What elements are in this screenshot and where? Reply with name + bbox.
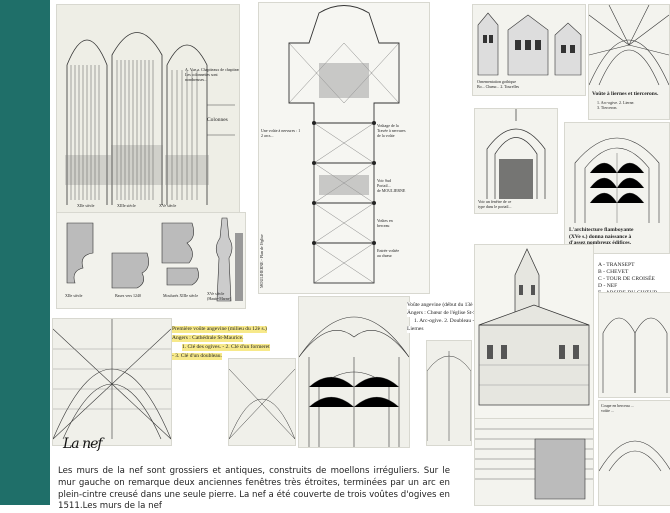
illustration-gothic-columns: A. Vue a. Chapiteaux de chapiteaux. Les … <box>56 4 240 220</box>
illustration-church-plan: Une voûte à nervures : 1 2 arcs... Voûta… <box>258 2 430 294</box>
profiles-drawing <box>66 217 243 302</box>
plan-side-caption: MOULIHERNE - Plan de l'église <box>259 234 264 288</box>
lierne-vault-drawing <box>589 5 669 86</box>
facades-drawing <box>477 12 582 76</box>
molding-side-caption: XVe siècle (Haute-Marne) <box>207 291 231 301</box>
facades-caption: Ornementation gothique Bo... Chœur... 2.… <box>477 79 520 89</box>
left-sidebar <box>0 0 50 505</box>
illustration-angevine-vault-right <box>298 296 410 448</box>
section-drawing <box>475 428 593 500</box>
illustration-vault-below-plan <box>426 340 472 446</box>
illustration-molding-profiles: XIIe siècle Bases vers 1240 Moulurés XII… <box>56 212 246 309</box>
portal-drawing <box>486 109 546 199</box>
nave-vault-drawing <box>229 368 295 440</box>
illustration-vault-detail: Coupe en berceau ... voûte ... <box>598 400 670 506</box>
vault-detail-drawing <box>599 440 670 472</box>
illustration-flamboyant-window: L'architecture flamboyante (XVe s.) donn… <box>564 122 670 254</box>
illustration-lierne-vault: Voûte à liernes et tiercerons. 1. Arc-og… <box>588 4 670 120</box>
vault-below-plan-drawing <box>427 351 471 441</box>
plan-drawing <box>288 5 400 284</box>
illustration-flamboyant-portal: Voir un fenêtre de ce type dans le porta… <box>474 108 558 214</box>
angevine-right-line4: Liernes <box>407 326 424 333</box>
angevine-left-line2: Angers : Cathédrale St-Maurice. <box>172 335 244 342</box>
church-drawing <box>478 248 590 406</box>
illustration-angevine-vault-left <box>52 318 172 446</box>
molding-caption-2: Bases vers 1240 <box>115 293 141 298</box>
molding-caption-1: XIIe siècle <box>65 293 83 298</box>
profile-caption-3: XVe siècle <box>159 203 177 208</box>
plan-caption-c: Voir Sud Portail... de MOULIERNE <box>377 178 406 193</box>
angevine-right-drawing <box>299 316 409 447</box>
angevine-left-line3: 1. Clé des ogives. - 2. Clé d'un formere… <box>182 344 270 351</box>
plan-caption-e: Entrée voûtée au chœur <box>377 248 400 258</box>
lower-right-caption: Coupe en berceau ... voûte ... <box>601 403 634 413</box>
plan-caption-b: Voûtage de la Travée à nervures de la vo… <box>377 123 406 138</box>
angevine-left-drawing <box>53 319 171 440</box>
vault-caption-title: Voûte à liernes et tiercerons. <box>592 91 659 97</box>
scrapbook-page: A. Vue a. Chapiteaux de chapiteaux. Les … <box>50 0 670 506</box>
plate1-notes: A. Vue a. Chapiteaux de chapiteaux. Les … <box>185 67 239 82</box>
columns-drawing <box>57 5 239 219</box>
nave-title: La nef <box>63 436 103 452</box>
window-drawing <box>574 137 660 223</box>
arches-drawing <box>602 317 668 393</box>
illustration-gothic-arches <box>598 292 670 398</box>
illustration-romanesque-church <box>474 244 594 420</box>
gothic-caption: L'architecture flamboyante (XVe s.) donn… <box>569 227 634 246</box>
angevine-right-line1: Voûte angevine (début du 13è s.) <box>407 302 480 309</box>
nave-description: Les murs de la nef sont grossiers et ant… <box>58 466 450 512</box>
molding-caption-3: Moulurés XIIIe siècle <box>163 293 199 298</box>
illustration-nave-vault <box>228 358 296 446</box>
illustration-hatched-section <box>474 418 594 506</box>
profile-caption-1: XIIe siècle <box>77 203 95 208</box>
plate1-label: Colonnes <box>207 117 228 123</box>
plan-caption-d: Voûtes en berceau <box>377 218 393 228</box>
plan-caption-a: Une voûte à nervures : 1 2 arcs... <box>261 128 301 138</box>
angevine-left-line4: - 3. Clé d'un doubleau. <box>172 353 222 360</box>
portal-caption: Voir un fenêtre de ce type dans le porta… <box>478 199 512 209</box>
illustration-building-facades: Ornementation gothique Bo... Chœur... 2.… <box>472 4 586 96</box>
angevine-right-line2: Angers : Chœur de l'église St-Serge. <box>407 310 488 317</box>
vault-caption-items: 1. Arc-ogive. 2. Lierne. 3. Tierceron. <box>597 100 635 110</box>
profile-caption-2: XIIIe siècle <box>117 203 136 208</box>
angevine-left-line1: Première voûte angevine (milieu du 12è s… <box>172 326 267 333</box>
angevine-right-line3: 1. Arc-ogive. 2. Doubleau - 3. <box>414 318 480 325</box>
